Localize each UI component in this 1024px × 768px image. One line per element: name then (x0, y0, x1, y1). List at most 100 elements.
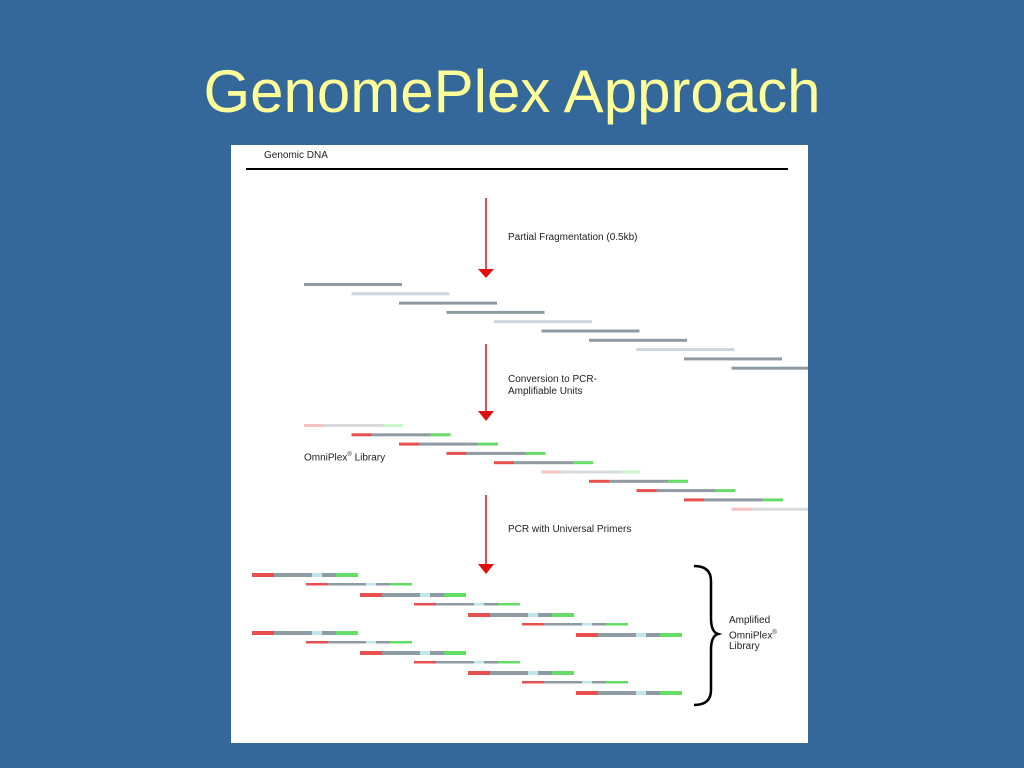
adapter-left (306, 641, 328, 644)
fragment-body (436, 661, 474, 664)
amplified-label-line3: Library (729, 641, 760, 652)
amplified-unit (522, 623, 628, 626)
slide-title: GenomePlex Approach (203, 58, 821, 125)
dna-fragment (589, 338, 687, 342)
adapter-right (606, 681, 628, 684)
fragment-body (274, 631, 312, 635)
adapter-left (731, 507, 752, 511)
library-unit (351, 433, 451, 437)
adapter-right (478, 442, 498, 446)
fragment-body (322, 631, 336, 635)
amplified-label-line1: Amplified (729, 615, 771, 626)
adapter-left (576, 633, 598, 637)
adapter-left (252, 573, 274, 577)
library-unit (636, 489, 736, 493)
registered-mark: ® (347, 452, 352, 458)
arrow-conversion (478, 344, 494, 421)
genomic-dna-label: Genomic DNA (264, 150, 328, 161)
library-unit (304, 424, 403, 427)
spacer (312, 631, 322, 635)
amplified-unit (522, 681, 628, 684)
adapter-left (468, 671, 490, 675)
amplified-unit (252, 573, 358, 577)
adapter-right (430, 433, 451, 437)
step-fragmentation-label: Partial Fragmentation (0.5kb) (508, 232, 638, 243)
fragment-body (490, 671, 528, 675)
fragment-body (466, 451, 526, 455)
fragment-body (592, 681, 606, 684)
fragment-body (544, 681, 582, 684)
adapter-left (468, 613, 490, 617)
adapter-right (715, 489, 736, 493)
fragment-body (328, 641, 366, 644)
fragment-body (484, 661, 498, 664)
fragment-body (322, 573, 336, 577)
dna-fragment (446, 310, 545, 314)
arrow-pcr (478, 495, 494, 574)
spacer (582, 623, 592, 626)
adapter-right (444, 593, 466, 597)
library-unit (684, 498, 783, 502)
adapter-left (351, 433, 372, 437)
amplified-unit (576, 633, 682, 637)
amplified-label-line2: OmniPlex® (729, 627, 777, 642)
library-unit (731, 507, 808, 511)
dna-fragment (351, 292, 450, 296)
adapter-right (763, 498, 783, 502)
spacer (474, 603, 484, 606)
spacer (474, 661, 484, 664)
fragment-body (371, 433, 431, 437)
amplified-unit (306, 641, 412, 644)
fragment-group (304, 283, 808, 370)
fragment-body (598, 633, 636, 637)
amplified-unit (360, 593, 466, 597)
library-label: OmniPlex® Library (304, 449, 385, 464)
adapter-left (684, 498, 704, 502)
spacer (636, 691, 646, 695)
fragment-body (274, 573, 312, 577)
adapter-right (498, 603, 520, 606)
fragment-body (382, 651, 420, 655)
step-conversion-label-line2: Amplifiable Units (508, 386, 583, 397)
amplified-registered-mark: ® (772, 630, 777, 636)
adapter-right (668, 479, 688, 483)
adapter-right (390, 641, 412, 644)
spacer (420, 651, 430, 655)
dna-fragment (304, 283, 402, 286)
adapter-right (573, 461, 593, 465)
diagram-canvas (246, 168, 808, 707)
amplified-unit (414, 661, 520, 664)
fragment-body (646, 691, 660, 695)
adapter-right (660, 633, 682, 637)
amplified-unit (468, 613, 574, 617)
fragment-body (436, 603, 474, 606)
adapter-left (414, 661, 436, 664)
library-label-suffix: Library (354, 452, 386, 464)
fragment-body (430, 593, 444, 597)
spacer (636, 633, 646, 637)
fragment-body (704, 498, 763, 502)
fragment-body (598, 691, 636, 695)
amplified-unit (360, 651, 466, 655)
adapter-left (360, 651, 382, 655)
dna-fragment (636, 348, 735, 352)
amplified-label-name: OmniPlex (729, 630, 773, 642)
amplified-unit-group (252, 573, 682, 695)
library-unit (399, 442, 498, 446)
spacer (420, 593, 430, 597)
library-unit (589, 479, 688, 483)
adapter-right (660, 691, 682, 695)
adapter-right (390, 583, 412, 586)
fragment-body (419, 442, 478, 446)
step-pcr-label: PCR with Universal Primers (508, 524, 632, 535)
fragment-body (561, 470, 621, 474)
spacer (528, 671, 538, 675)
fragment-body (376, 583, 390, 586)
fragment-body (328, 583, 366, 586)
adapter-right (498, 661, 520, 664)
fragment-body (609, 479, 668, 483)
dna-fragment (731, 366, 808, 370)
spacer (582, 681, 592, 684)
fragment-body (751, 507, 808, 511)
amplified-unit (252, 631, 358, 635)
